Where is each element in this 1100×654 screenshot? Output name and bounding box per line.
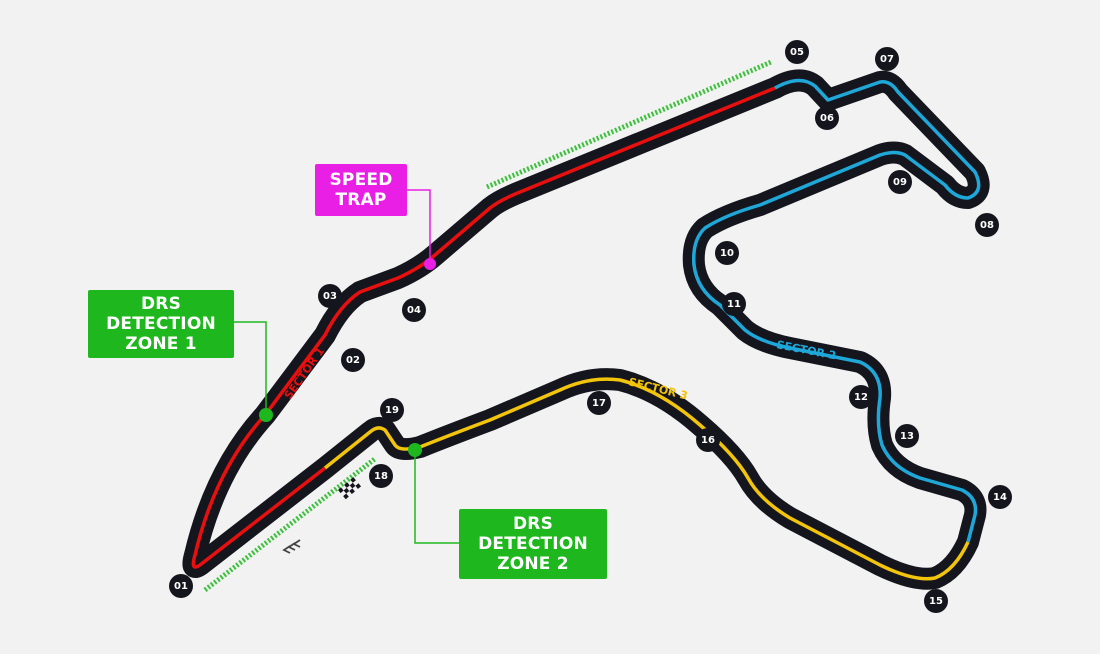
drs-detection-zone-2-callout: DRS DETECTION ZONE 2 — [459, 509, 607, 579]
turn-marker: 09 — [888, 170, 912, 194]
drs2-line: ZONE 2 — [497, 554, 569, 574]
turn-marker: 01 — [169, 574, 193, 598]
turn-marker: 05 — [785, 40, 809, 64]
turn-marker: 14 — [988, 485, 1012, 509]
turn-marker: 06 — [815, 106, 839, 130]
drs-detection-1-leader — [234, 321, 267, 415]
turn-marker: 04 — [402, 298, 426, 322]
turn-marker: 08 — [975, 213, 999, 237]
turn-marker: 10 — [715, 241, 739, 265]
drs1-line: DRS — [140, 294, 182, 314]
sector-1-line — [191, 86, 776, 569]
turn-marker: 19 — [380, 398, 404, 422]
sector-2-line — [691, 78, 981, 543]
drs-detection-2-marker — [408, 443, 422, 457]
drs1-line: ZONE 1 — [125, 334, 197, 354]
track-outline — [182, 69, 990, 590]
drs-detection-zone-1-callout: DRS DETECTION ZONE 1 — [88, 290, 234, 358]
turn-marker: 17 — [587, 391, 611, 415]
turn-marker: 02 — [341, 348, 365, 372]
turn-marker: 07 — [875, 47, 899, 71]
sector-3-line — [323, 377, 970, 581]
turn-marker: 16 — [696, 428, 720, 452]
drs-detection-1-marker — [259, 408, 273, 422]
drs-zone-1 — [485, 59, 773, 190]
drs2-line: DRS — [512, 514, 554, 534]
drs-detection-2-leader — [414, 450, 459, 544]
turn-marker: 13 — [895, 424, 919, 448]
turn-marker: 18 — [369, 464, 393, 488]
speed-trap-marker — [424, 258, 436, 270]
drs-zone-2 — [203, 456, 378, 592]
start-finish-flag-icon — [338, 477, 362, 500]
speed-trap-line: SPEED — [329, 170, 393, 190]
turn-marker: 15 — [924, 589, 948, 613]
turn-marker: 12 — [849, 385, 873, 409]
direction-chevrons-icon — [282, 539, 301, 554]
drs1-line: DETECTION — [106, 314, 216, 334]
speed-trap-line: TRAP — [335, 190, 387, 210]
turn-marker: 03 — [318, 284, 342, 308]
turn-marker: 11 — [722, 292, 746, 316]
speed-trap-callout: SPEED TRAP — [315, 164, 407, 216]
speed-trap-leader — [406, 189, 431, 263]
drs2-line: DETECTION — [478, 534, 588, 554]
